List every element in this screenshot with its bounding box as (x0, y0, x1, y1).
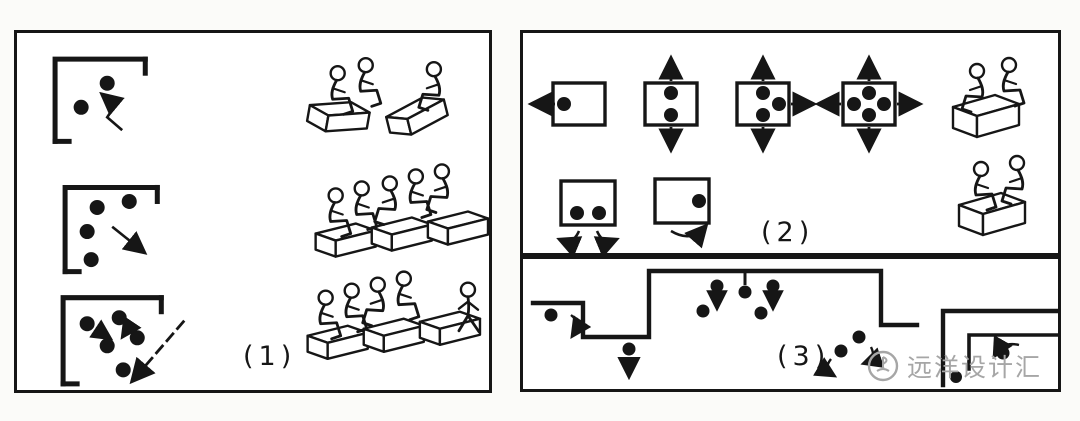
corner-diagram-2 (62, 184, 160, 275)
square-diagram-three-seats (735, 54, 818, 154)
panel-stepped-edge-diagram: (3) (520, 256, 1061, 392)
edge-people-dots (544, 271, 1020, 383)
sketch-corner-bench-group (304, 56, 452, 141)
square-diagram-two-seats (643, 54, 699, 154)
sketch-bench-row-group (314, 162, 489, 258)
watermark: 远洋设计汇 (866, 348, 1042, 384)
square-diagram-edge-seat (653, 177, 711, 249)
corner-diagram-1 (52, 56, 148, 144)
square-diagram-four-seats (814, 54, 924, 154)
corner-seating-diagrams (52, 56, 489, 387)
sketch-bench-group-with-walker (306, 270, 482, 361)
corner-diagram-3 (60, 295, 186, 387)
panel-2-label: (2) (761, 217, 815, 248)
orientation-diagrams (527, 54, 1027, 253)
square-diagram-one-seat (527, 81, 607, 127)
watermark-text: 远洋设计汇 (907, 353, 1043, 382)
watermark-logo-icon (867, 350, 899, 382)
sketch-pair-facing (957, 154, 1027, 237)
sketch-pair-back-to-back (951, 56, 1026, 139)
panel-1-label: (1) (243, 341, 297, 372)
square-diagram-corner-seats (556, 179, 620, 253)
panel-3-label: (3) (777, 341, 831, 372)
panel-seat-orientation-diagrams: (2) (520, 30, 1061, 256)
panel-corner-seating-studies: (1) (14, 30, 492, 393)
stepped-edge-diagram (530, 268, 1058, 388)
stepped-wall-line (530, 268, 1058, 388)
